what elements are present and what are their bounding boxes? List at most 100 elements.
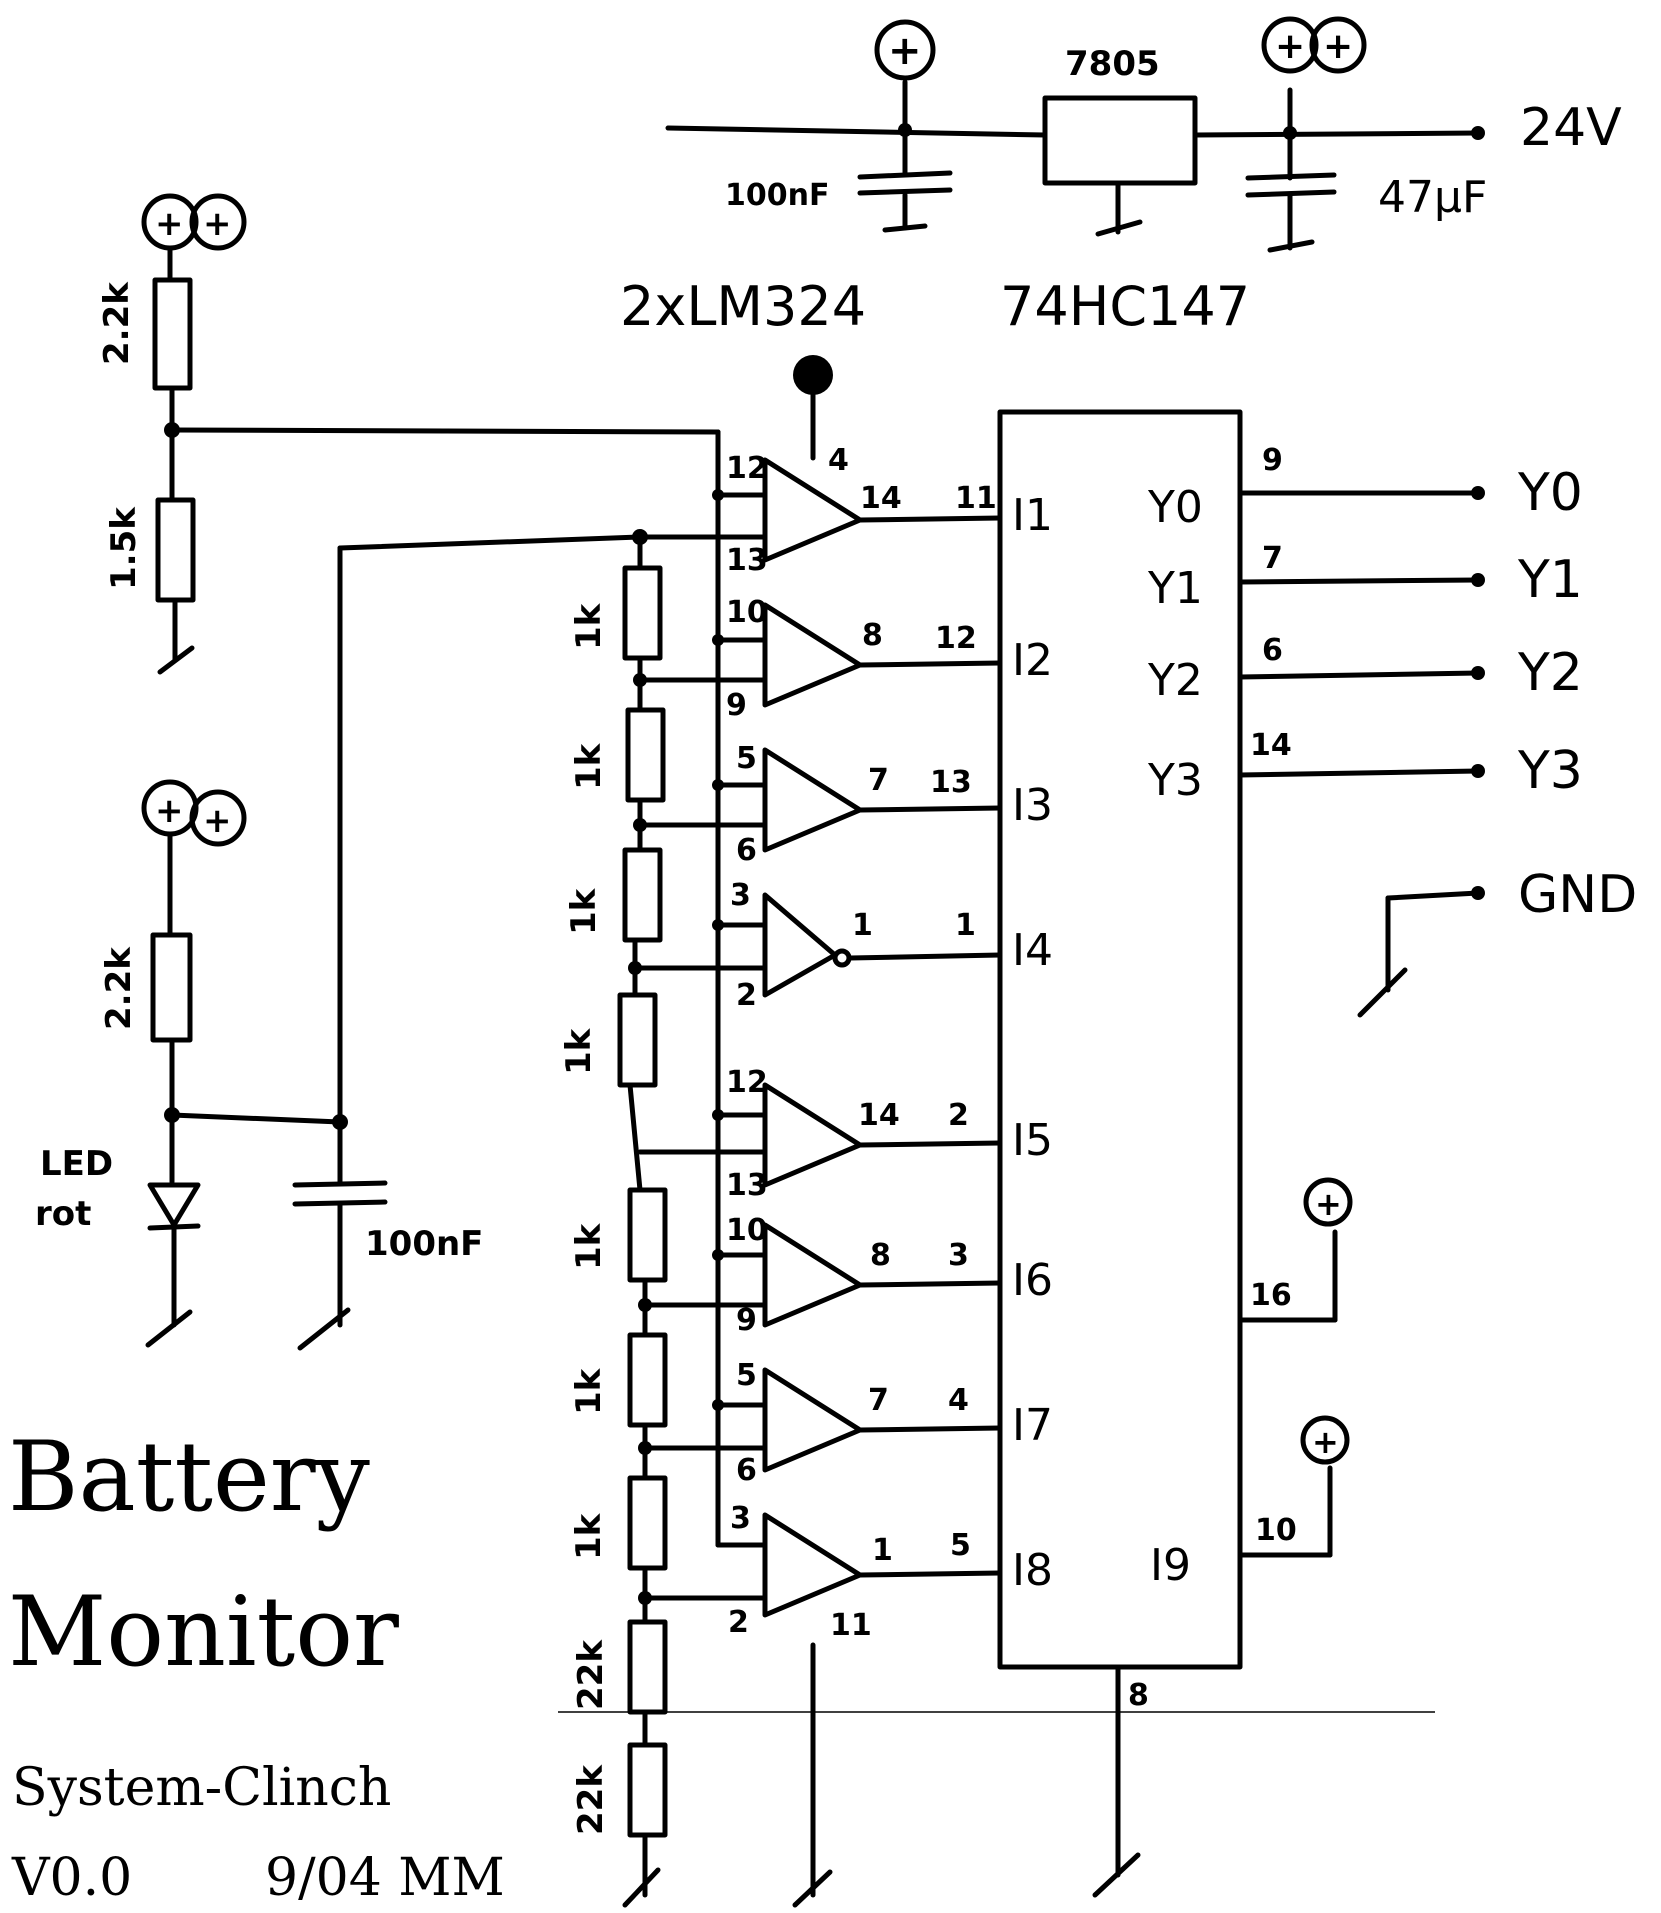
plus-icon: + — [1275, 26, 1305, 67]
version-label: V0.0 — [11, 1848, 132, 1908]
net-label-gnd: GND — [1518, 865, 1637, 925]
opamp-out-pin: 1 — [852, 908, 873, 943]
opamp-out-pin: 14 — [860, 481, 902, 516]
opamp-minus-pin: 9 — [736, 1303, 757, 1338]
opamp-plus-pin: 3 — [730, 878, 751, 913]
plus-icon: + — [1323, 26, 1353, 67]
encoder-out-pin: 14 — [1250, 728, 1292, 763]
encoder-in-pin: 12 — [935, 621, 977, 656]
encoder-in-pin: 3 — [948, 1238, 969, 1273]
ladder-resistor-label: 1k — [569, 742, 609, 790]
title-line-1: Battery — [8, 1421, 370, 1533]
encoder-input-label: I9 — [1150, 1540, 1191, 1591]
led-color-label: rot — [35, 1194, 91, 1234]
ladder-resistor-label: 1k — [559, 1027, 599, 1075]
divider-top-resistor-label: 2.2k — [97, 281, 137, 365]
encoder-in-pin: 1 — [955, 908, 976, 943]
divider-bottom-resistor-label: 1.5k — [104, 506, 144, 590]
opamp-plus-pin: 3 — [730, 1501, 751, 1536]
opamp-minus-pin: 6 — [736, 833, 757, 868]
net-label-y2: Y2 — [1517, 643, 1583, 703]
opamp-vcc-pin: 4 — [828, 443, 849, 478]
comparator-bank — [712, 355, 1003, 1908]
opamp-chip-label: 2xLM324 — [620, 275, 866, 338]
encoder-input-label: I4 — [1012, 925, 1053, 976]
encoder-out-pin: 6 — [1262, 633, 1283, 668]
opamp-plus-pin: 12 — [726, 1065, 768, 1100]
plus-icon: + — [1312, 1423, 1339, 1461]
opamp-minus-pin: 2 — [728, 1605, 749, 1640]
encoder-in-pin: 5 — [950, 1528, 971, 1563]
net-label-y1: Y1 — [1517, 550, 1583, 610]
encoder-output-label: Y0 — [1147, 482, 1203, 533]
date-label: 9/04 MM — [265, 1848, 505, 1908]
encoder-input-label: I6 — [1012, 1255, 1053, 1306]
resistor-ladder — [617, 529, 763, 1908]
ladder-low-resistor-label: 22k — [571, 1764, 611, 1835]
encoder-output-label: Y1 — [1147, 563, 1203, 614]
project-name: System-Clinch — [12, 1758, 391, 1818]
opamp-gnd-pin: 11 — [830, 1608, 872, 1643]
ladder-resistor-label: 1k — [569, 602, 609, 650]
encoder-output-label: Y2 — [1147, 655, 1203, 706]
encoder-output-label: Y3 — [1147, 755, 1203, 806]
encoder-in-pin: 13 — [930, 765, 972, 800]
opamp-minus-pin: 13 — [726, 543, 768, 578]
opamp-minus-pin: 13 — [726, 1168, 768, 1203]
output-cap-label: 47µF — [1378, 172, 1487, 223]
plus-icon: + — [155, 204, 184, 244]
encoder-input-label: I3 — [1012, 780, 1053, 831]
ref-cap-label: 100nF — [365, 1224, 483, 1264]
encoder-chip-label: 74HC147 — [1000, 275, 1250, 338]
encoder-i9-pin: 10 — [1255, 1513, 1297, 1548]
ladder-resistor-label: 1k — [564, 887, 604, 935]
encoder-input-label: I5 — [1012, 1115, 1053, 1166]
opamp-minus-pin: 2 — [736, 978, 757, 1013]
encoder-input-label: I7 — [1012, 1400, 1053, 1451]
plus-icon: + — [203, 801, 232, 841]
encoder-chip — [997, 409, 1485, 1898]
opamp-minus-pin: 9 — [726, 688, 747, 723]
encoder-in-pin: 4 — [948, 1383, 969, 1418]
encoder-in-pin: 11 — [955, 481, 997, 516]
opamp-plus-pin: 5 — [736, 741, 757, 776]
led-label: LED — [40, 1144, 113, 1184]
plus-icon: + — [203, 204, 232, 244]
encoder-out-pin: 7 — [1262, 541, 1283, 576]
opamp-plus-pin: 10 — [726, 595, 768, 630]
supply-voltage-label: 24V — [1520, 98, 1622, 158]
title-line-2: Monitor — [8, 1576, 399, 1688]
ladder-low-resistor-label: 22k — [571, 1639, 611, 1710]
regulator-label: 7805 — [1065, 44, 1160, 84]
plus-icon: + — [888, 28, 922, 74]
opamp-out-pin: 14 — [858, 1098, 900, 1133]
net-label-y3: Y3 — [1517, 741, 1583, 801]
net-label-y0: Y0 — [1517, 463, 1583, 523]
plus-icon: + — [155, 791, 184, 831]
encoder-vcc-pin: 16 — [1250, 1278, 1292, 1313]
opamp-out-pin: 8 — [870, 1238, 891, 1273]
encoder-input-label: I1 — [1012, 490, 1053, 541]
encoder-input-label: I2 — [1012, 635, 1053, 686]
encoder-out-pin: 9 — [1262, 443, 1283, 478]
ladder-resistor-label: 1k — [569, 1512, 609, 1560]
led-reference — [141, 534, 643, 1351]
ladder-resistor-label: 1k — [569, 1367, 609, 1415]
plus-icon: + — [1315, 1185, 1342, 1223]
encoder-gnd-pin: 8 — [1128, 1678, 1149, 1713]
opamp-out-pin: 8 — [862, 618, 883, 653]
opamp-out-pin: 7 — [868, 1383, 889, 1418]
ladder-resistor-label: 1k — [569, 1222, 609, 1270]
voltage-divider — [141, 193, 721, 1548]
encoder-input-label: I8 — [1012, 1545, 1053, 1596]
led-resistor-label: 2.2k — [99, 946, 139, 1030]
opamp-out-pin: 1 — [872, 1533, 893, 1568]
power-supply — [665, 16, 1485, 253]
opamp-plus-pin: 12 — [726, 451, 768, 486]
opamp-out-pin: 7 — [868, 763, 889, 798]
encoder-in-pin: 2 — [948, 1098, 969, 1133]
input-cap-label: 100nF — [725, 178, 829, 213]
opamp-plus-pin: 5 — [736, 1358, 757, 1393]
